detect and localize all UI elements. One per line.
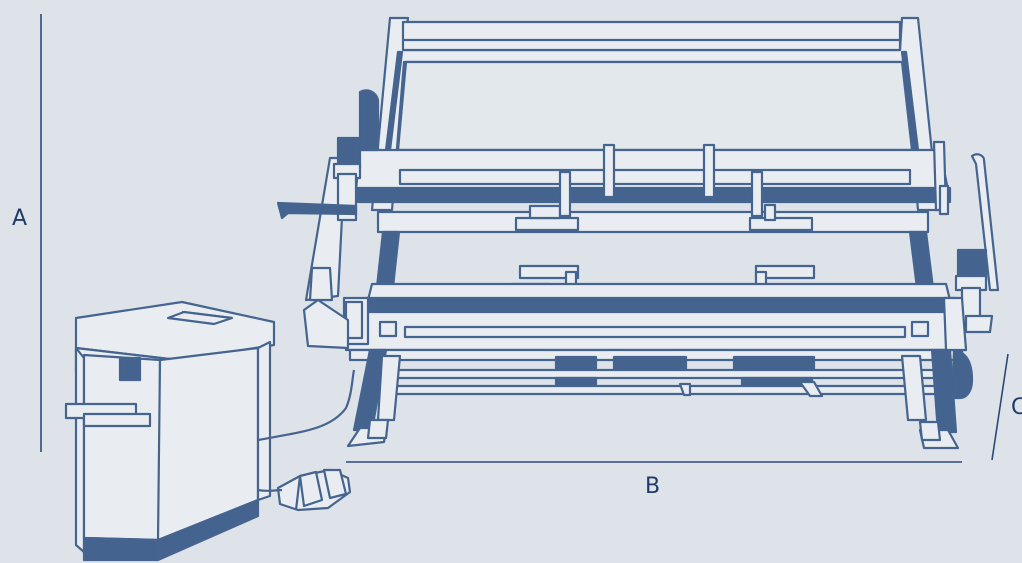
cables (257, 369, 356, 492)
table-legs (346, 348, 960, 450)
worktable (344, 310, 968, 398)
dimension-b-label: B (645, 474, 661, 499)
control-cabinet (64, 300, 276, 562)
dimension-a-label: A (12, 206, 28, 231)
dimension-lines (40, 14, 1009, 463)
upper-bar-assembly (354, 143, 952, 234)
left-side-controls (276, 89, 380, 350)
right-side-controls (932, 140, 1000, 400)
dimension-c-label: C (1011, 395, 1022, 420)
foot-pedals (276, 468, 352, 512)
lower-bar-assembly (364, 230, 958, 314)
upper-frame (370, 16, 940, 212)
